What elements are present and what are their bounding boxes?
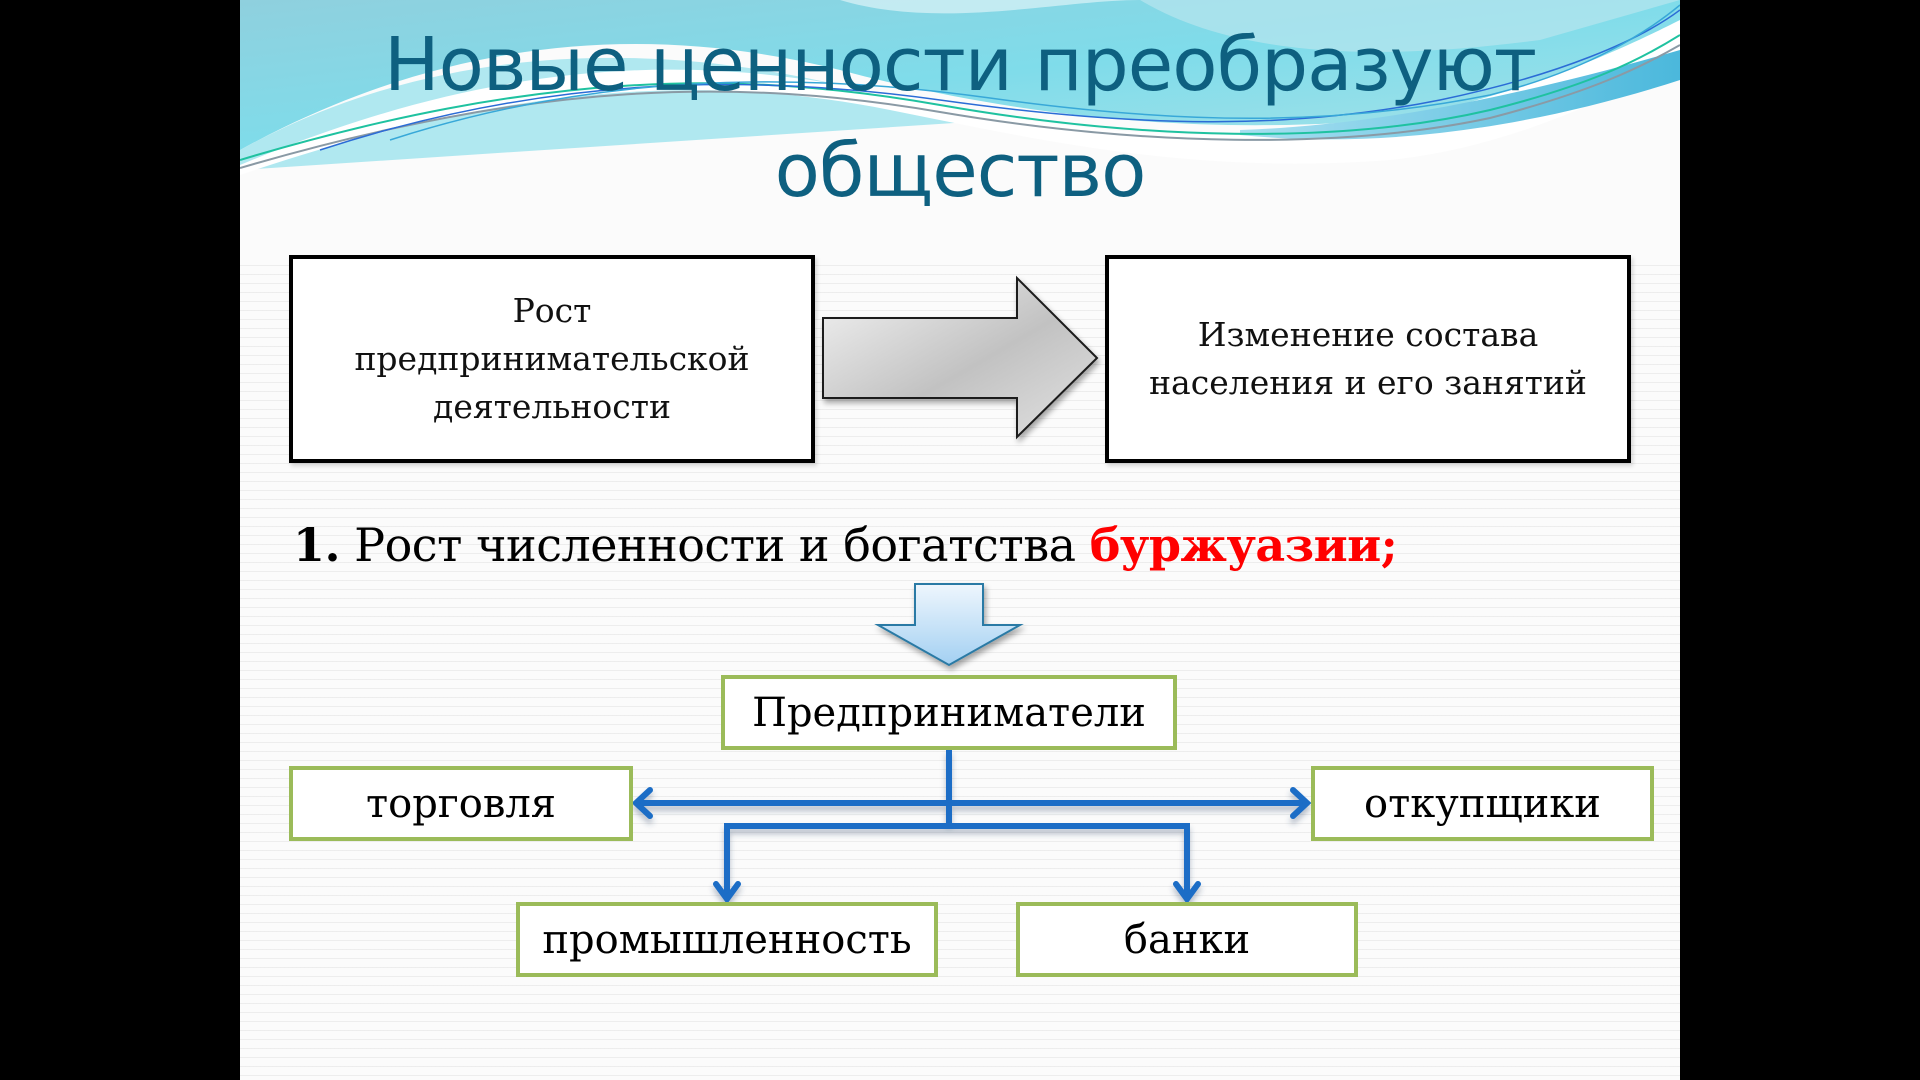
bullet-highlight: буржуазии; xyxy=(1089,518,1398,572)
cause-box: Рост предпринимательской деятельности xyxy=(289,255,815,463)
effect-box: Изменение состава населения и его заняти… xyxy=(1105,255,1631,463)
root-box-entrepreneurs: Предприниматели xyxy=(721,675,1177,750)
child-box-banks: банки xyxy=(1016,902,1358,977)
child-box-label: торговля xyxy=(365,780,557,827)
cause-box-line: деятельности xyxy=(433,387,671,426)
cause-box-line: Рост xyxy=(512,291,592,330)
bullet-item: 1. Рост численности и богатства буржуази… xyxy=(293,510,1398,580)
effect-box-line: населения и его занятий xyxy=(1149,363,1587,402)
child-box-label: откупщики xyxy=(1364,780,1601,827)
bullet-text: Рост численности и богатства xyxy=(340,518,1090,572)
cause-box-line: предпринимательской xyxy=(354,339,750,378)
child-box-industry: промышленность xyxy=(516,902,938,977)
child-box-label: банки xyxy=(1123,916,1251,963)
slide-title-line1: Новые ценности преобразуют xyxy=(383,22,1537,108)
bullet-number: 1. xyxy=(293,518,341,572)
child-box-label: промышленность xyxy=(542,916,912,963)
slide-title-line2: общество xyxy=(774,128,1147,214)
slide: Новые ценности преобразуют общество xyxy=(240,0,1680,1080)
root-box-label: Предприниматели xyxy=(752,689,1146,736)
effect-box-line: Изменение состава xyxy=(1197,315,1539,354)
child-box-tax-farmers: откупщики xyxy=(1311,766,1654,841)
header-swoosh-background xyxy=(240,0,1680,260)
child-box-trade: торговля xyxy=(289,766,633,841)
